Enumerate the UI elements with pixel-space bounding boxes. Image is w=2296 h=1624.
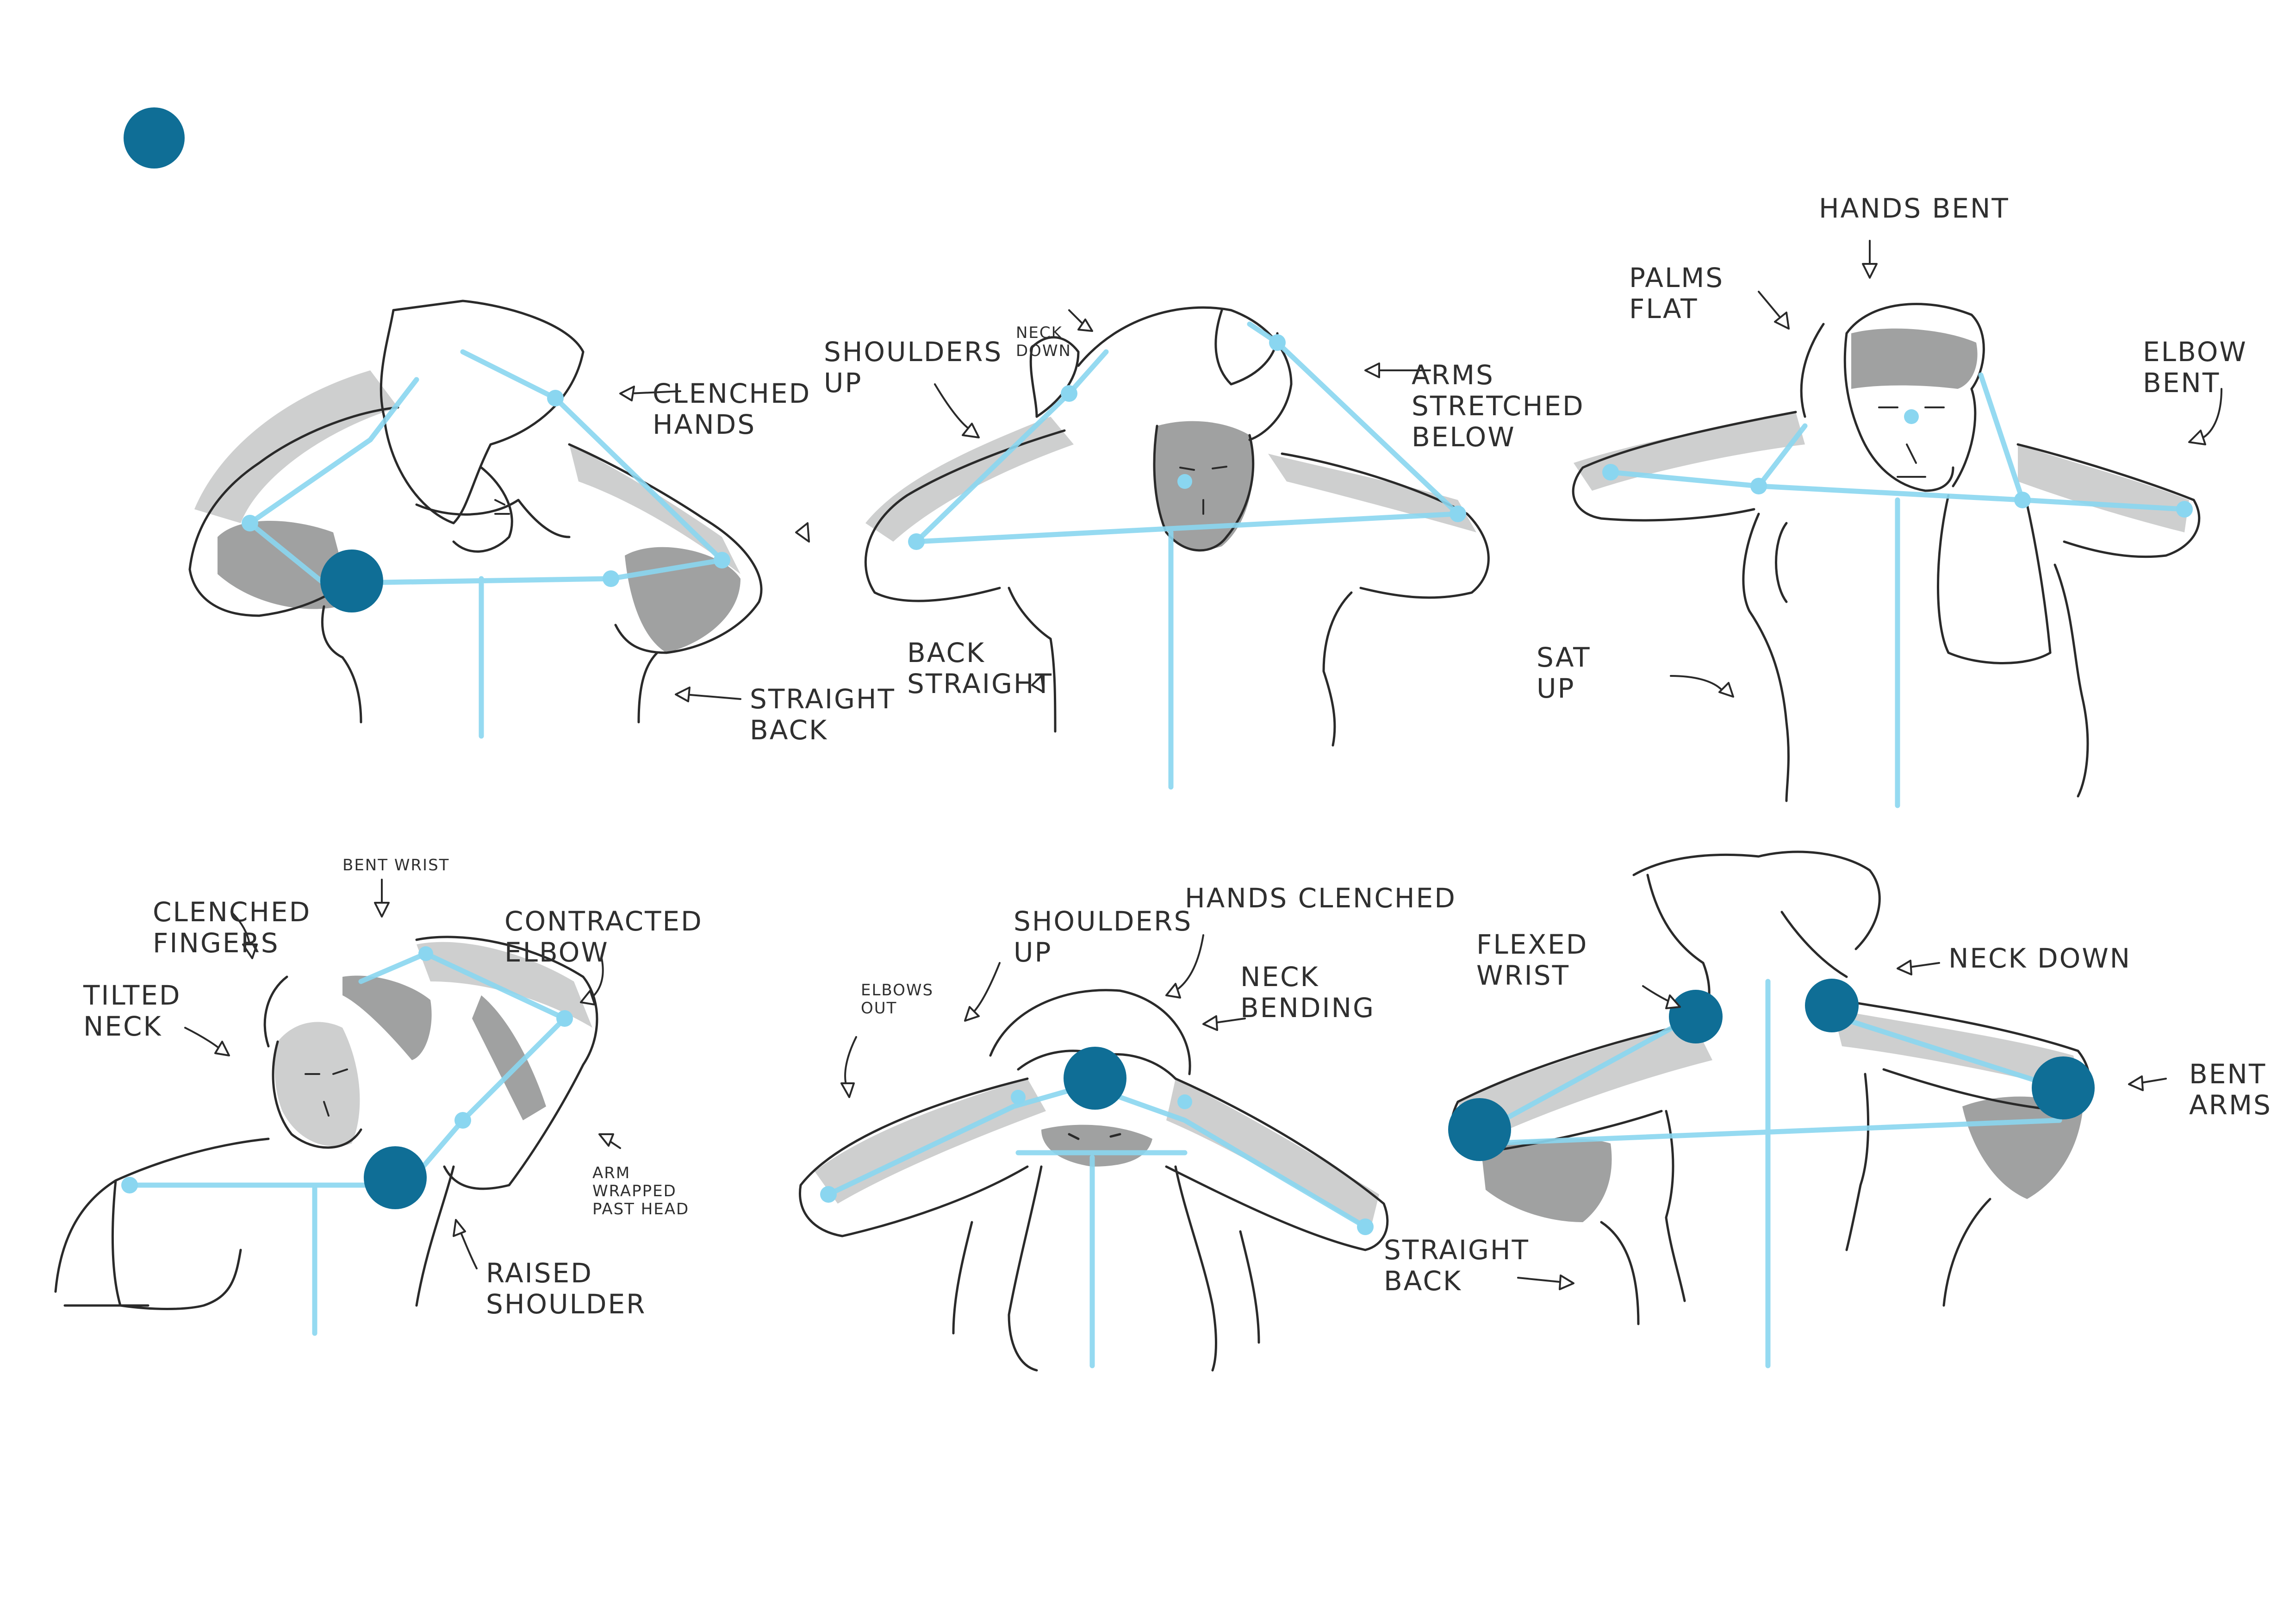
posture-figure-4 (54, 879, 621, 1336)
label-line: BENT (2189, 1058, 2266, 1090)
pressure-point-marker (1448, 1098, 1511, 1161)
label-hands-bent: HANDS BENT (1819, 193, 2010, 224)
label-line: ELBOW (2143, 336, 2247, 368)
pressure-point-marker (364, 1146, 427, 1209)
pressure-point-marker (1064, 1047, 1126, 1110)
label-line: UP (824, 367, 862, 399)
label-line: SAT (1537, 642, 1591, 673)
label-line: PAST HEAD (592, 1200, 689, 1218)
label-line: SHOULDERS (824, 336, 1002, 368)
label-line: STRAIGHT (907, 668, 1053, 700)
label-line: BACK (907, 637, 985, 668)
label-line: CONTRACTED (504, 906, 703, 937)
label-line: ARMS (2189, 1089, 2272, 1121)
label-line: FLAT (1629, 293, 1699, 325)
label-line: HANDS BENT (1819, 193, 2010, 224)
posture-figure-1 (188, 300, 810, 739)
label-line: STRAIGHT (1384, 1234, 1530, 1266)
label-line: FINGERS (153, 927, 280, 959)
label-line: BENDING (1240, 992, 1375, 1024)
label-line: STRAIGHT (750, 683, 896, 715)
pressure-point-marker (320, 550, 383, 612)
pressure-point-marker (1669, 990, 1723, 1043)
label-line: HANDS CLENCHED (1185, 882, 1456, 914)
label-line: ELBOWS (861, 981, 933, 999)
posture-figure-3 (1572, 240, 2222, 808)
label-line: BENT (2143, 367, 2220, 399)
label-line: NECK (83, 1011, 162, 1042)
label-line: ELBOW (504, 937, 609, 968)
label-line: NECK (1016, 324, 1063, 342)
label-line: UP (1014, 937, 1052, 968)
label-line: CLENCHED (653, 378, 811, 409)
posture-figure-6 (1448, 850, 2167, 1368)
label-line: HANDS (653, 409, 756, 440)
label-line: SHOULDER (486, 1288, 646, 1320)
label-line: NECK (1240, 961, 1319, 993)
pressure-point-marker (2032, 1056, 2095, 1119)
posture-figure-5 (799, 934, 1574, 1372)
label-line: RAISED (486, 1257, 593, 1289)
posture-figure-2 (865, 306, 1490, 790)
label-line: ARM (592, 1164, 630, 1182)
label-line: UP (1537, 673, 1575, 704)
label-line: BACK (750, 714, 828, 746)
label-line: ARMS (1412, 359, 1494, 391)
label-line: SHOULDERS (1014, 906, 1192, 937)
label-line: BELOW (1412, 421, 1516, 453)
pressure-point-marker (1805, 979, 1859, 1032)
label-line: BENT WRIST (342, 856, 449, 874)
label-line: STRETCHED (1412, 390, 1585, 422)
label-hands-clenched: HANDS CLENCHED (1185, 882, 1456, 914)
label-line: BACK (1384, 1265, 1462, 1297)
label-line: NECK DOWN (1948, 943, 2131, 974)
label-line: WRIST (1476, 960, 1570, 991)
label-line: OUT (861, 999, 897, 1018)
label-line: TILTED (83, 980, 181, 1011)
label-line: PALMS (1629, 262, 1724, 294)
label-neck-down-2: NECK DOWN (1948, 943, 2131, 974)
page-marker-dot (124, 107, 185, 169)
label-line: WRAPPED (592, 1182, 677, 1200)
label-bent-wrist: BENT WRIST (342, 856, 449, 874)
label-line: FLEXED (1476, 929, 1588, 960)
label-line: DOWN (1016, 342, 1071, 360)
label-line: CLENCHED (153, 896, 311, 928)
